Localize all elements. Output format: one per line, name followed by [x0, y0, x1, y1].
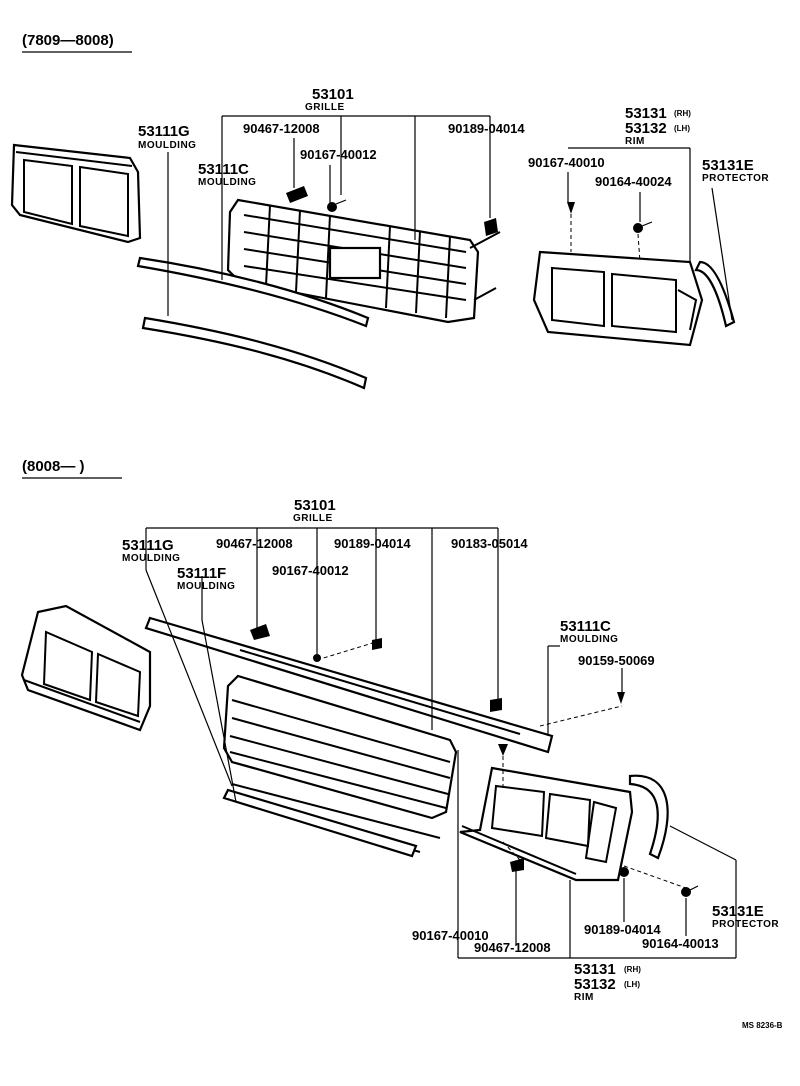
s2-90467-bot-number: 90467-12008 [474, 940, 551, 955]
s2-90189-bot-number: 90189-04014 [584, 922, 661, 937]
s1-rim-number-rh: 53131 [625, 105, 667, 122]
s2-53111g-name: MOULDING [122, 553, 180, 564]
s2-90164-number: 90164-40013 [642, 936, 719, 951]
s2-53131e-number: 53131E [712, 903, 764, 920]
s1-53111c-number: 53111C [198, 161, 249, 178]
figure-code: MS 8236-B [742, 1021, 783, 1030]
s2-callout-53131e: 53131E PROTECTOR [712, 903, 779, 930]
s1-leader-lines [167, 115, 733, 321]
s2-53111g-number: 53111G [122, 537, 174, 554]
s2-top-moulding-drawing [144, 616, 554, 754]
s1-53111g-number: 53111G [138, 123, 190, 140]
s2-callout-53111g: 53111G MOULDING [122, 537, 180, 564]
s1-53131e-number: 53131E [702, 157, 754, 174]
section-2-period: (8008— ) [22, 458, 85, 475]
s1-90164-number: 90164-40024 [595, 174, 672, 189]
s2-90159-number: 90159-50069 [578, 653, 655, 668]
s1-90467-number: 90467-12008 [243, 121, 320, 136]
s1-53111g-name: MOULDING [138, 140, 196, 151]
s2-leader-lines [145, 527, 737, 959]
s2-grille-drawing [222, 674, 458, 858]
s1-53111c-name: MOULDING [198, 177, 256, 188]
s2-rim-tag-rh: (RH) [624, 965, 641, 974]
s2-right-rim-drawing [459, 766, 669, 882]
s2-callout-grille: 53101 GRILLE [293, 497, 336, 524]
s2-grille-number: 53101 [294, 497, 336, 514]
s1-callout-grille: 53101 GRILLE [305, 86, 354, 113]
s1-grille-name: GRILLE [305, 102, 345, 113]
s2-rim-tag-lh: (LH) [624, 980, 640, 989]
s1-rim-tag-rh: (RH) [674, 109, 691, 118]
s1-callout-53111c: 53111C MOULDING [198, 161, 256, 188]
s2-90167-12-number: 90167-40012 [272, 563, 349, 578]
s1-rim-number-lh: 53132 [625, 120, 667, 137]
s2-53111c-number: 53111C [560, 618, 611, 635]
s2-53111c-name: MOULDING [560, 634, 618, 645]
s2-grille-name: GRILLE [293, 513, 333, 524]
s2-53131e-name: PROTECTOR [712, 919, 779, 930]
s1-left-rim-drawing [10, 143, 142, 244]
s1-callout-53111g: 53111G MOULDING [138, 123, 196, 151]
s2-callout-rim: 53131 (RH) 53132 (LH) RIM [574, 961, 641, 1003]
s2-rim-name: RIM [574, 992, 594, 1003]
s2-53111f-name: MOULDING [177, 581, 235, 592]
s2-callout-53111c: 53111C MOULDING [560, 618, 618, 645]
s2-rim-number-lh: 53132 [574, 976, 616, 993]
s2-90183-number: 90183-05014 [451, 536, 528, 551]
s1-callout-rim: 53131 (RH) 53132 (LH) RIM [625, 105, 691, 147]
section-1-period: (7809—8008) [22, 32, 114, 49]
s1-mouldings-drawing [136, 256, 370, 390]
section-2: (8008— ) [20, 458, 779, 1003]
s1-90167-10-number: 90167-40010 [528, 155, 605, 170]
s2-90467-top-number: 90467-12008 [216, 536, 293, 551]
s2-fasteners-drawing [250, 624, 699, 897]
s2-rim-number-rh: 53131 [574, 961, 616, 978]
s1-53131e-name: PROTECTOR [702, 173, 769, 184]
s2-53111f-number: 53111F [177, 565, 226, 582]
s2-90189-top-number: 90189-04014 [334, 536, 411, 551]
s2-callout-53111f: 53111F MOULDING [177, 565, 235, 592]
s1-rim-name: RIM [625, 136, 645, 147]
s1-90189-number: 90189-04014 [448, 121, 525, 136]
s1-rim-tag-lh: (LH) [674, 124, 690, 133]
s1-grille-drawing [226, 198, 501, 324]
s1-90167-12-number: 90167-40012 [300, 147, 377, 162]
s1-callout-53131e: 53131E PROTECTOR [702, 157, 769, 184]
s1-right-rim-drawing [532, 250, 736, 347]
s2-left-rim-drawing [20, 604, 152, 732]
s1-grille-number: 53101 [312, 86, 354, 103]
s2-90167-10-number: 90167-40010 [412, 928, 489, 943]
section-1: (7809—8008) [10, 32, 769, 390]
